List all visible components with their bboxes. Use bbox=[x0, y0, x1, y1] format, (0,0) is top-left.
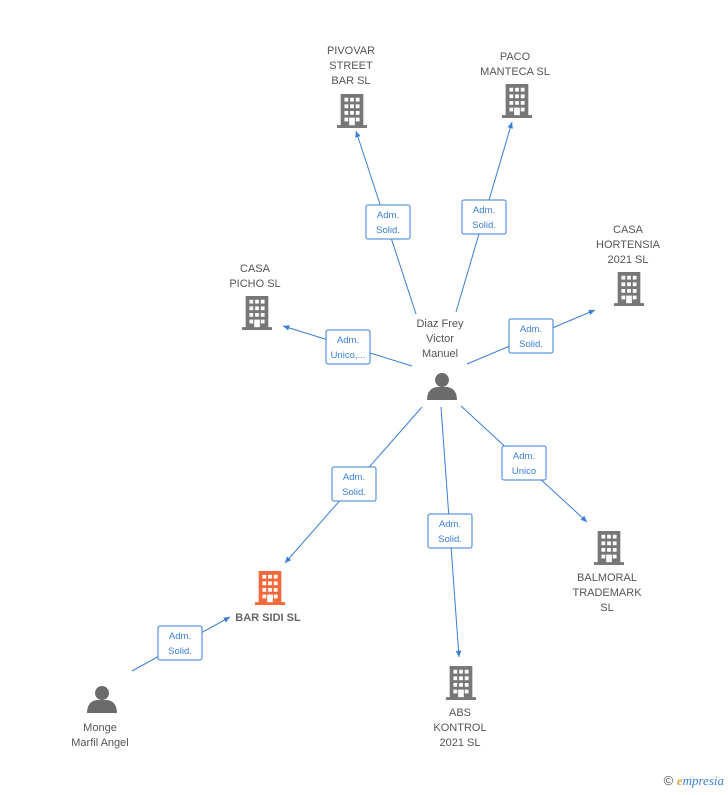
edge-label-text: Unico bbox=[512, 466, 536, 477]
edge-label-text: Adm. bbox=[513, 451, 535, 462]
building-icon[interactable] bbox=[241, 296, 273, 330]
node-label[interactable]: CASA bbox=[613, 224, 644, 236]
edge-diaz-abs: Adm. Solid. bbox=[427, 406, 473, 658]
edge-diaz-barsidi: Adm. Solid. bbox=[284, 406, 423, 564]
edge-label-box[interactable] bbox=[325, 329, 371, 365]
node-label[interactable]: Victor bbox=[426, 333, 454, 345]
node-label[interactable]: Diaz Frey bbox=[416, 318, 464, 330]
node-label[interactable]: BAR SL bbox=[331, 75, 370, 87]
edge-label-box[interactable] bbox=[157, 625, 203, 661]
edges-layer: Adm. Solid. Adm. Solid. Adm. Solid. Adm. Unico,… bbox=[131, 121, 596, 672]
node-label[interactable]: 2021 SL bbox=[440, 737, 481, 749]
edge-label-text: Adm. bbox=[439, 519, 461, 530]
node-label[interactable]: PIVOVAR bbox=[327, 45, 375, 57]
node-label[interactable]: CASA bbox=[240, 263, 271, 275]
node-hortensia[interactable]: CASA HORTENSIA 2021 SL bbox=[596, 224, 661, 306]
edge-label-box[interactable] bbox=[427, 513, 473, 549]
edge-label-text: Solid. bbox=[168, 646, 192, 657]
edge-monge-barsidi: Adm. Solid. bbox=[131, 616, 231, 672]
edge-label-text: Unico,... bbox=[331, 350, 366, 361]
person-icon[interactable] bbox=[87, 686, 117, 713]
edge-label-text: Adm. bbox=[337, 335, 359, 346]
edge-label-text: Solid. bbox=[472, 220, 496, 231]
node-label[interactable]: STREET bbox=[329, 60, 373, 72]
building-icon[interactable] bbox=[336, 94, 368, 128]
brand-logo-text: mpresia bbox=[682, 773, 724, 788]
person-icon[interactable] bbox=[427, 373, 457, 400]
building-icon[interactable] bbox=[593, 531, 625, 565]
node-label[interactable]: Marfil Angel bbox=[71, 737, 128, 749]
edge-label-text: Solid. bbox=[342, 487, 366, 498]
edge-label-box[interactable] bbox=[508, 318, 554, 354]
node-paco[interactable]: PACO MANTECA SL bbox=[480, 51, 550, 118]
copyright-icon: © bbox=[663, 773, 674, 788]
building-icon[interactable] bbox=[613, 272, 645, 306]
edge-diaz-paco: Adm. Solid. bbox=[455, 121, 513, 313]
edge-label-text: Adm. bbox=[343, 472, 365, 483]
node-label[interactable]: 2021 SL bbox=[608, 254, 649, 266]
node-balmoral[interactable]: BALMORAL TRADEMARK SL bbox=[572, 531, 642, 614]
node-barsidi[interactable]: BAR SIDI SL bbox=[235, 571, 301, 624]
edge-diaz-picho: Adm. Unico,... bbox=[282, 325, 413, 367]
node-label[interactable]: KONTROL bbox=[433, 722, 486, 734]
node-label[interactable]: HORTENSIA bbox=[596, 239, 661, 251]
edge-label-text: Adm. bbox=[169, 631, 191, 642]
brand-logo-initial: e bbox=[676, 773, 683, 788]
node-label[interactable]: BAR SIDI SL bbox=[235, 612, 301, 624]
edge-label-text: Solid. bbox=[519, 339, 543, 350]
edge-label-box[interactable] bbox=[331, 466, 377, 502]
edge-diaz-balmoral: Adm. Unico bbox=[460, 405, 588, 523]
node-pivovar[interactable]: PIVOVAR STREET BAR SL bbox=[327, 45, 375, 128]
edge-label-box[interactable] bbox=[501, 445, 547, 481]
edge-diaz-hortensia: Adm. Solid. bbox=[466, 309, 596, 365]
watermark: © empresia bbox=[664, 773, 724, 789]
building-icon[interactable] bbox=[445, 666, 477, 700]
building-icon[interactable] bbox=[501, 84, 533, 118]
edge-label-box[interactable] bbox=[365, 204, 411, 240]
node-label[interactable]: PICHO SL bbox=[229, 278, 280, 290]
building-icon[interactable] bbox=[254, 571, 286, 605]
node-label[interactable]: MANTECA SL bbox=[480, 66, 550, 78]
edge-label-text: Adm. bbox=[473, 205, 495, 216]
node-label[interactable]: ABS bbox=[449, 707, 471, 719]
node-label[interactable]: BALMORAL bbox=[577, 572, 637, 584]
edge-label-text: Solid. bbox=[376, 225, 400, 236]
node-picho[interactable]: CASA PICHO SL bbox=[229, 263, 281, 330]
node-abs[interactable]: ABS KONTROL 2021 SL bbox=[433, 666, 487, 749]
edge-label-text: Adm. bbox=[377, 210, 399, 221]
edge-label-box[interactable] bbox=[461, 199, 507, 235]
edge-diaz-pivovar: Adm. Solid. bbox=[355, 130, 417, 315]
node-label[interactable]: Monge bbox=[83, 722, 117, 734]
node-label[interactable]: Manuel bbox=[422, 348, 458, 360]
node-label[interactable]: SL bbox=[600, 602, 613, 614]
edge-label-text: Solid. bbox=[438, 534, 462, 545]
node-label[interactable]: TRADEMARK bbox=[572, 587, 642, 599]
node-label[interactable]: PACO bbox=[500, 51, 531, 63]
edge-label-text: Adm. bbox=[520, 324, 542, 335]
